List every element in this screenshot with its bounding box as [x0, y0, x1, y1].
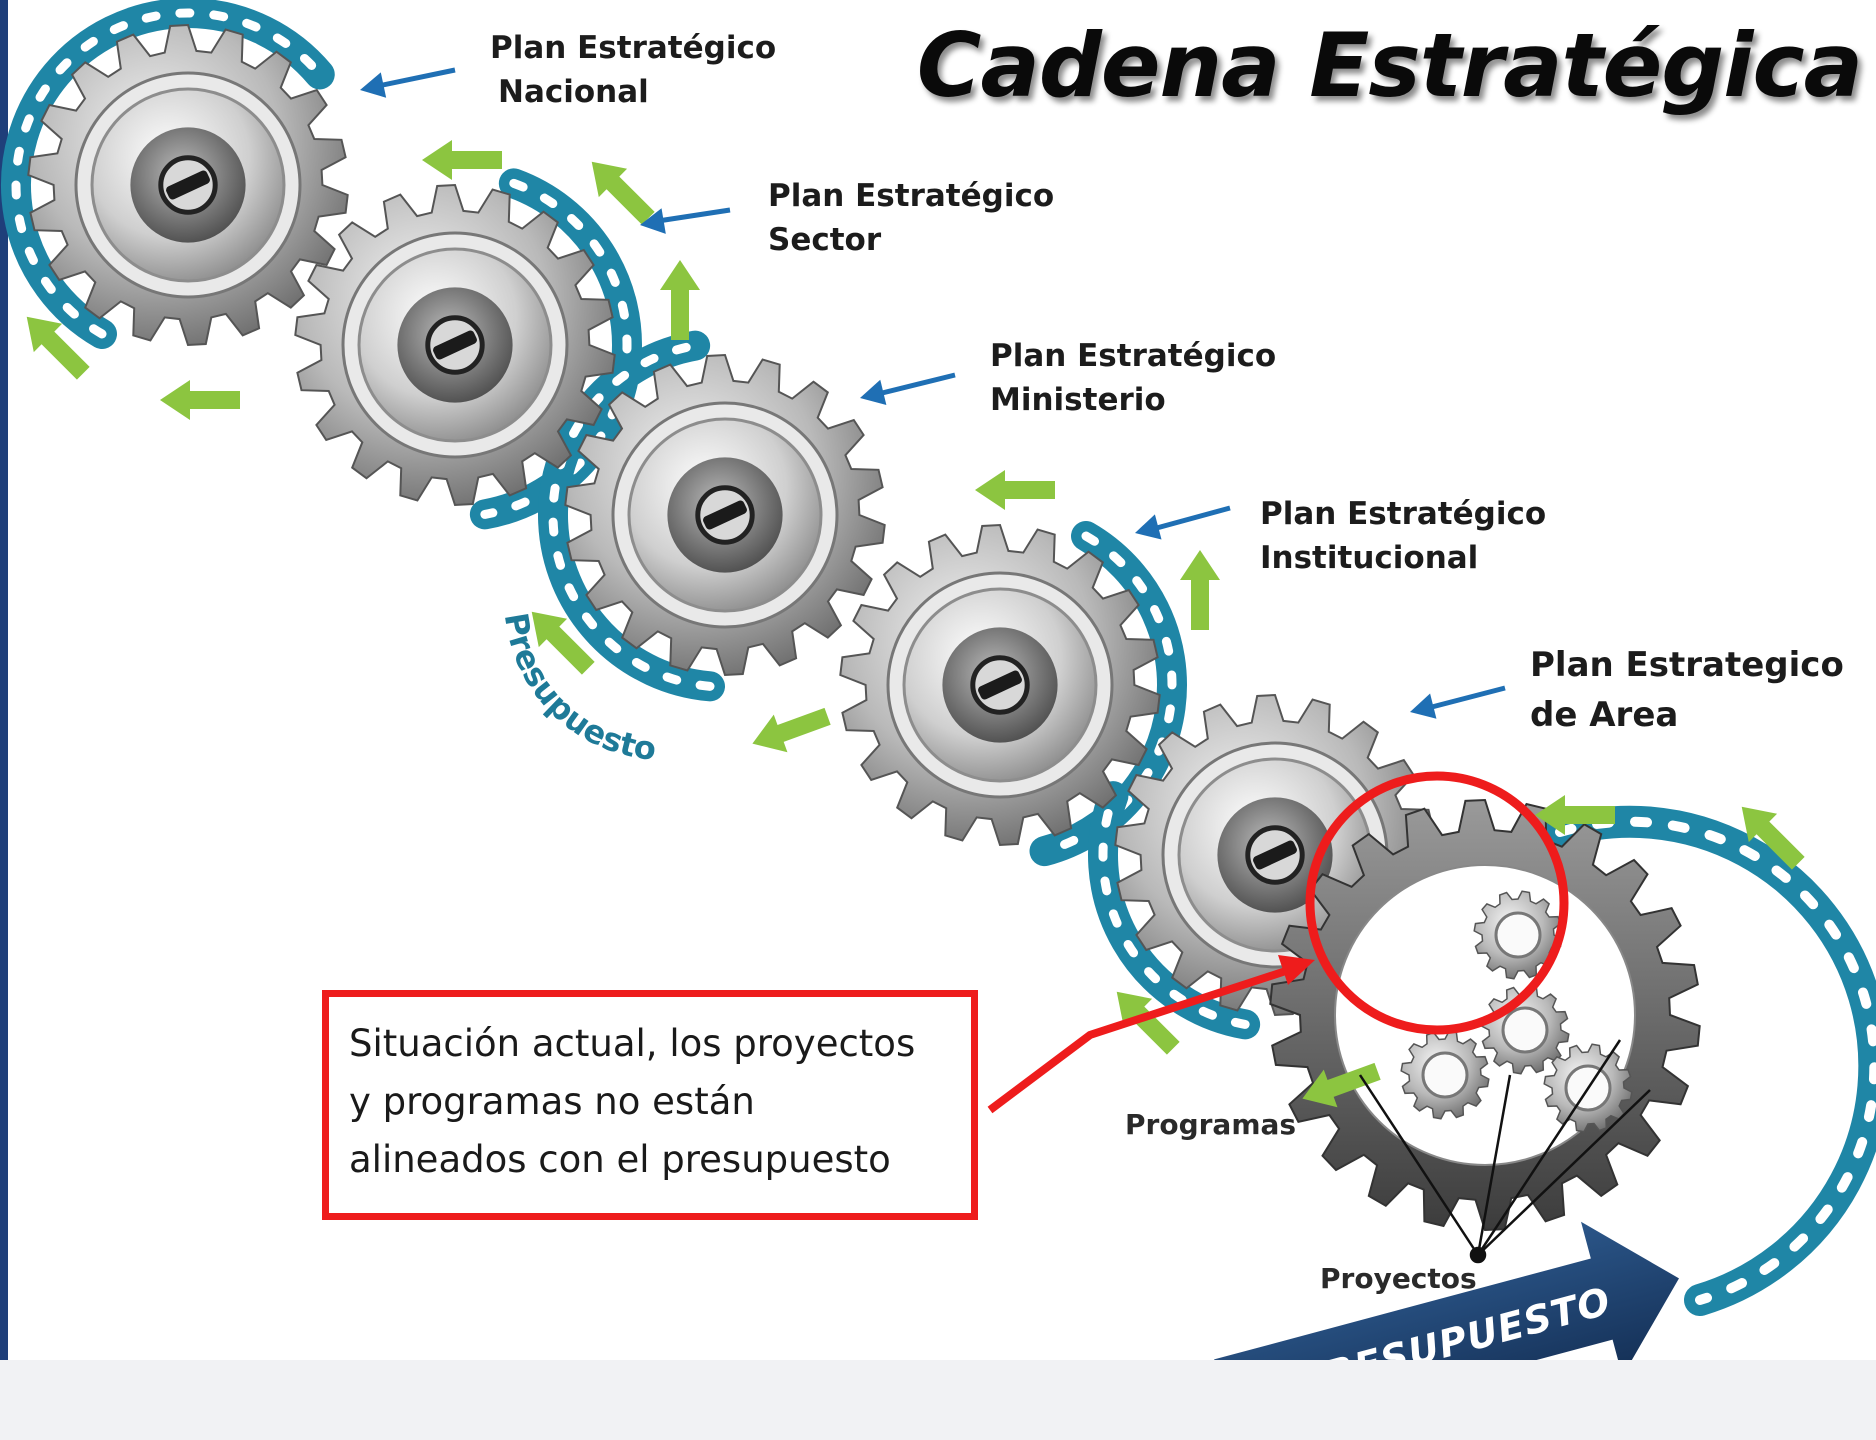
gear-project-1 — [1473, 890, 1563, 980]
belt-holes — [11, 8, 325, 339]
belt-holes — [548, 341, 715, 691]
gear-sector — [294, 183, 616, 507]
misalignment-highlight-circle — [1305, 771, 1569, 1035]
note-line: Situación actual, los proyectos — [349, 1022, 916, 1065]
label-line: Plan Estratégico — [1260, 496, 1547, 532]
motion-arrow — [531, 611, 595, 675]
pointer-arrow — [1410, 685, 1506, 719]
label-plan-ministerio: Plan Estratégico Ministerio — [990, 334, 1276, 422]
motion-arrow — [752, 707, 831, 753]
gear-institucional — [839, 523, 1161, 847]
belt-layer — [1, 0, 1876, 1316]
footer-band — [0, 1360, 1876, 1440]
motion-arrow — [26, 316, 90, 380]
programs-label: Programas — [1125, 1108, 1297, 1141]
label-plan-nacional: Plan Estratégico Nacional — [490, 26, 776, 114]
belt-holes — [1098, 791, 1250, 1029]
project-connector-lines — [1358, 1039, 1651, 1264]
label-plan-sector: Plan Estratégico Sector — [768, 174, 1054, 262]
label-line: de Area — [1530, 695, 1679, 735]
note-line: y programas no están — [349, 1080, 755, 1123]
pointer-arrow — [1135, 505, 1231, 540]
label-plan-area: Plan Estrategico de Area — [1530, 640, 1844, 740]
label-line: Plan Estratégico — [768, 178, 1055, 214]
motion-arrow — [1116, 991, 1180, 1055]
label-line: Sector — [768, 222, 882, 258]
label-line: Ministerio — [990, 382, 1166, 418]
situation-note: Situación actual, los proyectos y progra… — [322, 990, 978, 1220]
label-plan-institucional: Plan Estratégico Institucional — [1260, 492, 1546, 580]
pointer-arrows — [360, 67, 1506, 719]
label-line: Plan Estrategico — [1530, 645, 1844, 685]
motion-arrow — [160, 380, 240, 420]
label-line: Nacional — [498, 74, 649, 110]
projects-label: Proyectos — [1320, 1262, 1477, 1295]
highlight-connector-line — [987, 964, 1297, 1114]
motion-arrows — [26, 140, 1805, 1108]
page-title: Cadena Estratégica — [916, 14, 1863, 117]
gear-layer — [27, 23, 1701, 1232]
label-line: Plan Estratégico — [490, 30, 777, 66]
label-line: Plan Estratégico — [990, 338, 1277, 374]
motion-arrow — [1535, 795, 1615, 835]
pointer-arrow — [860, 372, 956, 405]
motion-arrow — [422, 140, 502, 180]
motion-arrow — [975, 470, 1055, 510]
belt-holes-projects — [1555, 816, 1876, 1305]
motion-arrow — [1302, 1062, 1381, 1108]
gear-nacional — [27, 23, 349, 347]
pointer-arrow — [360, 67, 456, 98]
left-edge-stripe — [0, 0, 8, 1440]
motion-arrow — [1180, 550, 1220, 630]
motion-arrow — [1741, 806, 1805, 870]
gear-ministerio — [564, 353, 886, 677]
highlight-connector-arrowhead — [1278, 955, 1315, 985]
label-line: Institucional — [1260, 540, 1479, 576]
motion-arrow — [591, 161, 655, 225]
note-line: alineados con el presupuesto — [349, 1138, 891, 1181]
gear-project-3 — [1400, 1030, 1490, 1120]
motion-arrow — [660, 260, 700, 340]
pointer-arrow — [640, 207, 731, 234]
